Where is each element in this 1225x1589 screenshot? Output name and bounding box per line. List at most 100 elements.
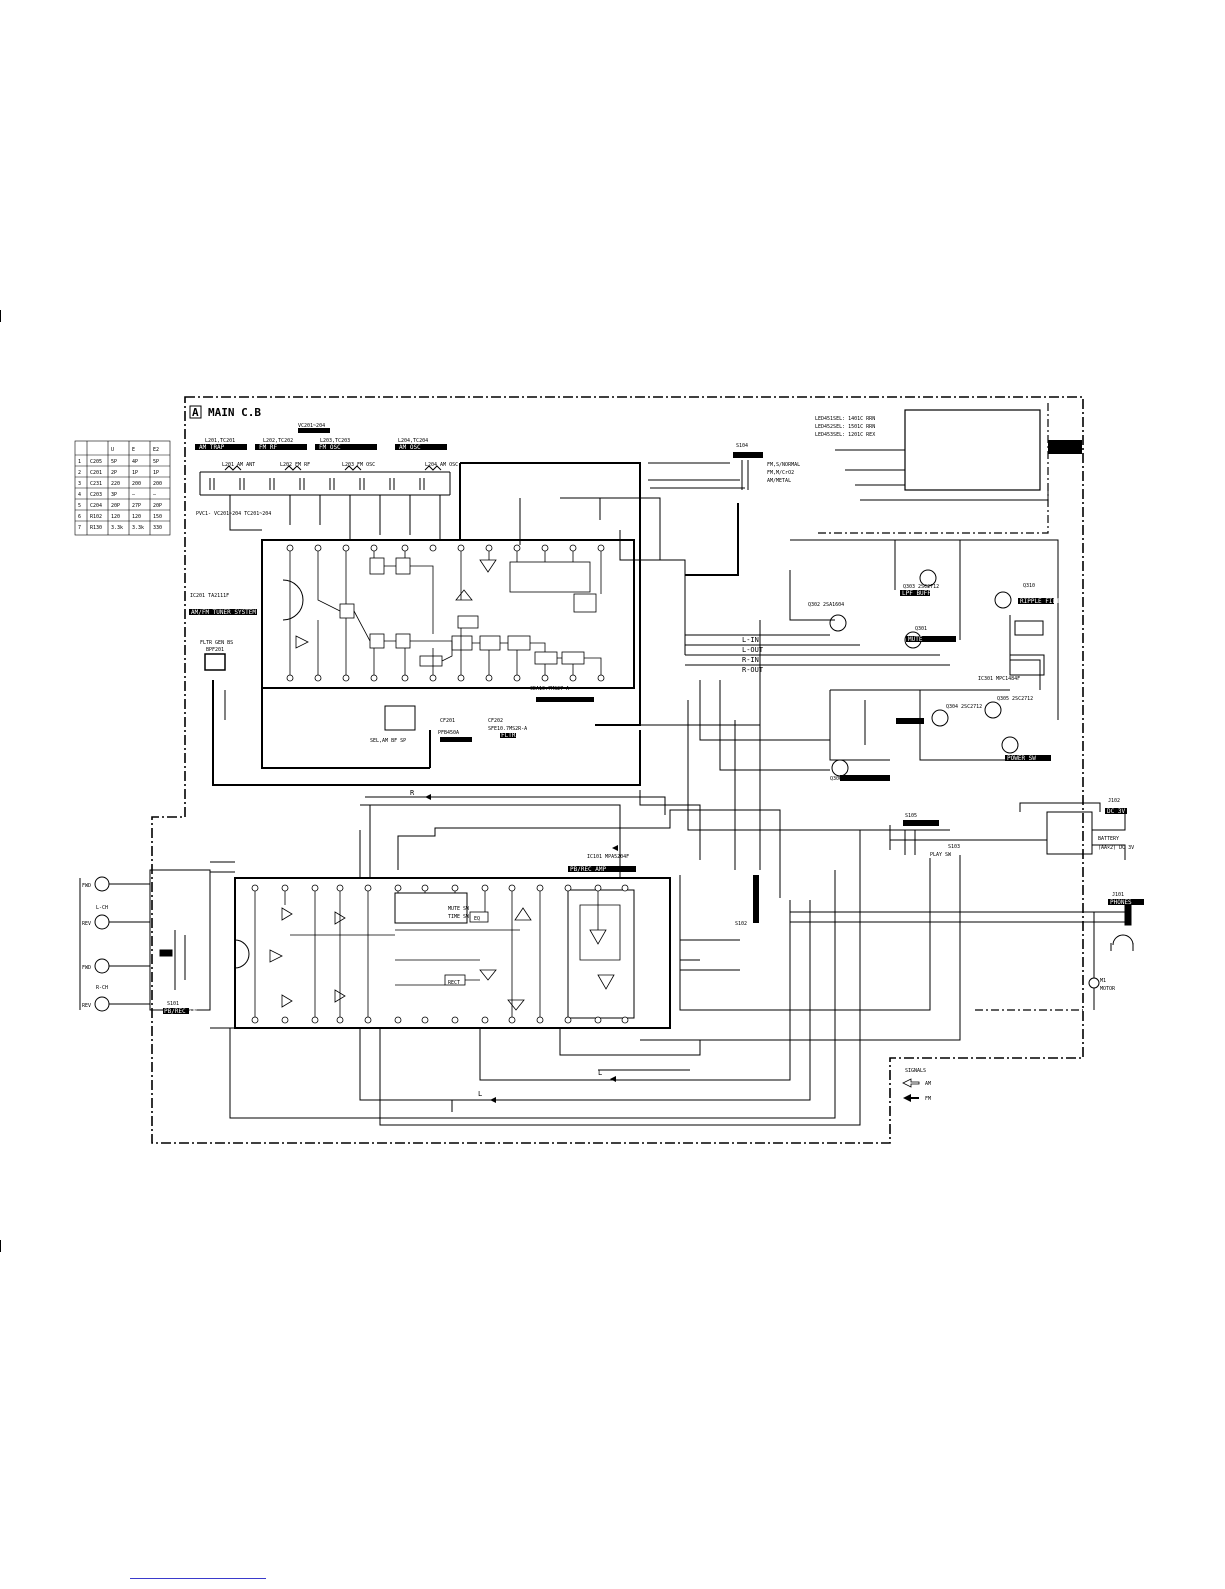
cf202-part: SFE10.7MS2R-A bbox=[488, 726, 527, 732]
ic201-internal bbox=[289, 551, 602, 675]
q-mute-tag: MUTE bbox=[908, 636, 923, 643]
led-block: LED451SEL: 1401C RRN LED452SEL: 1501C RR… bbox=[815, 409, 1082, 501]
s101-label: S101 bbox=[167, 1001, 179, 1007]
band-table-cell: C201 bbox=[90, 470, 102, 476]
band-table-cell: 200 bbox=[153, 481, 162, 487]
s105-label: S105 bbox=[905, 813, 917, 819]
r-in-label: R-IN bbox=[742, 656, 759, 664]
band-table-cell: 3.3k bbox=[111, 525, 123, 531]
band-table-cell: 20P bbox=[153, 503, 162, 509]
hp-amp-labels: IC301 MPC1484F Q310 Q303 2SC2712 Q302 2S… bbox=[742, 583, 1067, 782]
legend-am: AM bbox=[925, 1081, 931, 1087]
band-table-cell: 150 bbox=[153, 514, 162, 520]
ic101-internal bbox=[254, 891, 621, 1017]
ic101-labels: IC101 MPA5204F PB/REC AMP MUTE SW TIME S… bbox=[448, 854, 759, 986]
led-label-3: LED453SEL: 1201C REX bbox=[815, 432, 875, 438]
coil-tag-1: L201 AM ANT bbox=[222, 462, 255, 468]
s104-label: S104 bbox=[736, 443, 748, 449]
crop-mark-top bbox=[0, 310, 1, 322]
led-label-2: LED452SEL: 1501C RRN bbox=[815, 424, 875, 430]
band-table-cell: 4P bbox=[132, 459, 138, 465]
ic201-desc: AM/FM TUNER SYSTEM bbox=[191, 609, 256, 616]
band-table-cell: C203 bbox=[90, 492, 102, 498]
coil-label-1: L201,TC201 bbox=[205, 438, 235, 444]
q301-label: Q301 bbox=[915, 626, 927, 632]
q-ripple-tag: RIPPLE FILTER bbox=[1020, 598, 1067, 605]
ct201-part: CDA10.7MG27-A bbox=[530, 686, 569, 692]
band-table-cell: 3P bbox=[111, 492, 117, 498]
band-table-cell: 7 bbox=[78, 525, 81, 531]
rect-label: RECT bbox=[448, 980, 460, 986]
ic101-pins bbox=[251, 884, 629, 1024]
arrow-l-label: L bbox=[598, 1069, 602, 1077]
sel-label: SEL,AM BF SP bbox=[370, 738, 406, 744]
led-label-1: LED451SEL: 1401C RRN bbox=[815, 416, 875, 422]
board-letter: A bbox=[192, 406, 199, 419]
fltr-part: BPF201 bbox=[206, 647, 224, 653]
q305-label: Q305 2SC2712 bbox=[997, 696, 1033, 702]
time-sw-label: TIME SW bbox=[448, 914, 470, 920]
band-table-cell: 120 bbox=[111, 514, 120, 520]
band-table-cell: 220 bbox=[111, 481, 120, 487]
ic101-box bbox=[234, 877, 671, 1029]
j102-desc: DC 3V bbox=[1107, 808, 1125, 815]
l-in-label: L-IN bbox=[742, 636, 759, 644]
s104-opt-3: AM/METAL bbox=[767, 478, 791, 484]
lower-wiring bbox=[210, 805, 961, 1126]
ic201-name: IC201 TA2111F bbox=[190, 593, 229, 599]
s104-opt-1: FM,S/NORMAL bbox=[767, 462, 800, 468]
eq-label: EQ bbox=[474, 916, 480, 922]
legend-fm: FM bbox=[925, 1096, 931, 1102]
s101-desc: PB/REC SW bbox=[164, 1008, 197, 1015]
band-table-cell: 1 bbox=[78, 459, 81, 465]
band-table-cell: 6 bbox=[78, 514, 81, 520]
legend-title: SIGNALS bbox=[905, 1068, 926, 1074]
q310-label: Q310 bbox=[1023, 583, 1035, 589]
s103-desc: PLAY SW bbox=[930, 852, 952, 858]
band-table-cell: C204 bbox=[90, 503, 102, 509]
battery-desc: (AA×2) DC 3V bbox=[1098, 845, 1134, 851]
mute-sw-label: MUTE SW bbox=[448, 906, 470, 912]
band-table-cell: 1P bbox=[153, 470, 159, 476]
ic101-name: IC101 MPA5204F bbox=[587, 854, 629, 860]
arrow-r-label: R bbox=[410, 789, 415, 797]
cf202-label: CF202 bbox=[488, 718, 503, 724]
head-fwd-1: FWD bbox=[82, 883, 91, 889]
j101-label: J101 bbox=[1112, 892, 1124, 898]
coil-tag-2: L202 FM RF bbox=[280, 462, 310, 468]
band-table-cell: 5 bbox=[78, 503, 81, 509]
band-table-cell: 3 bbox=[78, 481, 81, 487]
coil-desc-1: AM TRAP bbox=[199, 444, 225, 451]
ic101-desc: PB/REC AMP bbox=[570, 866, 607, 873]
band-table-cell: 120 bbox=[132, 514, 141, 520]
coil-desc-2: FM RF bbox=[259, 444, 277, 451]
signal-arrows: R L L bbox=[410, 789, 618, 1103]
coil-tag-3: L203 FM OSC bbox=[342, 462, 375, 468]
inner-boundaries bbox=[818, 402, 1083, 1011]
s103-label: S103 bbox=[948, 844, 960, 850]
ic201-labels: IC201 TA2111F AM/FM TUNER SYSTEM FLTR GE… bbox=[189, 593, 594, 744]
band-table-cell: 27P bbox=[132, 503, 141, 509]
band-table-header: U bbox=[111, 447, 114, 453]
footer-link-line bbox=[130, 1578, 266, 1579]
band-table-cell: 330 bbox=[153, 525, 162, 531]
heavy-wiring bbox=[212, 462, 739, 786]
q303-label: Q303 2SC2712 bbox=[903, 584, 939, 590]
head-fwd-2: FWD bbox=[82, 965, 91, 971]
band-table-cell: 2 bbox=[78, 470, 81, 476]
band-table-header: E bbox=[132, 447, 135, 453]
signals-legend: SIGNALS AM FM bbox=[902, 1068, 931, 1102]
motor-label: M1 bbox=[1100, 978, 1106, 984]
crop-mark-bottom bbox=[0, 1240, 1, 1252]
band-table-cell: — bbox=[132, 492, 136, 498]
q304-label: Q304 2SC2712 bbox=[946, 704, 982, 710]
band-table-cell: 3.3k bbox=[132, 525, 144, 531]
coil-tag-4: L204 AM OSC bbox=[425, 462, 458, 468]
band-table-cell: 5P bbox=[153, 459, 159, 465]
fltr-tag: FLTR bbox=[501, 732, 516, 739]
head-rev-1: REV bbox=[82, 921, 91, 927]
s104-switch: S104 FM,S/NORMAL FM,M/CrO2 AM/METAL bbox=[733, 443, 800, 490]
sfu-filter bbox=[384, 705, 416, 731]
hp-amp-section bbox=[789, 539, 1059, 777]
